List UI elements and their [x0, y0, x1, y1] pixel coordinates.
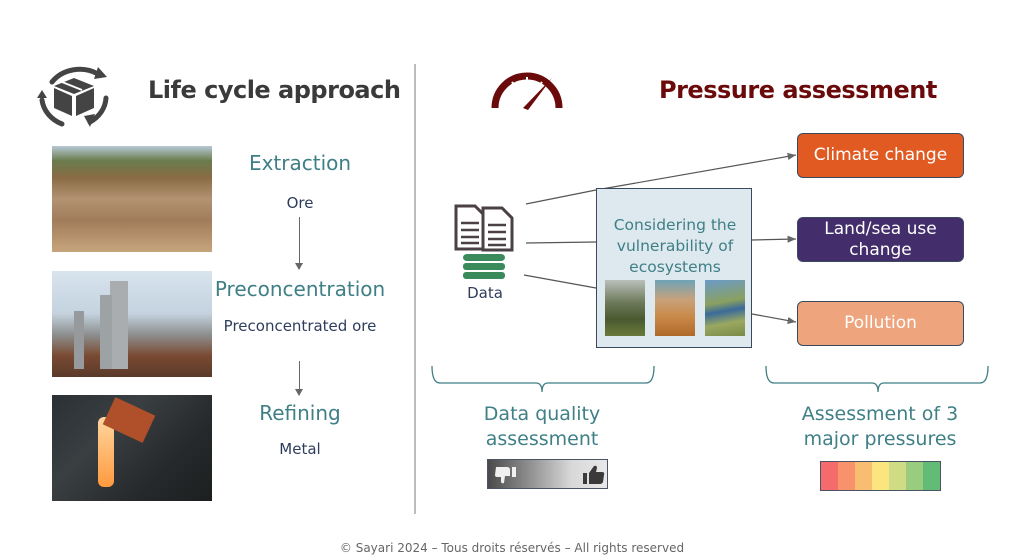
connector-line — [595, 152, 797, 191]
vulnerability-text: Considering the vulnerability of ecosyst… — [613, 216, 737, 276]
thumbs-down-icon — [495, 467, 516, 484]
documents-icon — [453, 203, 517, 253]
pressure-land-sea-use-change: Land/sea use change — [797, 217, 964, 262]
open-pit-mine-photo — [52, 146, 212, 252]
data-label: Data — [467, 284, 503, 302]
desert-photo — [655, 280, 695, 336]
scale-segment — [838, 462, 855, 490]
data-quality-scale — [487, 459, 608, 489]
scale-segment — [855, 462, 872, 490]
thumbs-up-icon — [583, 465, 605, 484]
pressures-assessment-label: Assessment of 3 major pressures — [801, 403, 959, 450]
recycle-box-icon — [32, 62, 116, 130]
bracket-pressures — [765, 365, 989, 393]
molten-metal-pouring-photo — [52, 395, 212, 501]
data-quality-label: Data quality assessment — [483, 403, 601, 450]
stage-refining: Refining — [259, 401, 341, 425]
scale-segment — [923, 462, 940, 490]
pressure-climate-change: Climate change — [797, 133, 964, 178]
pressure-color-scale — [820, 461, 941, 491]
scale-segment — [889, 462, 906, 490]
connector-line — [751, 235, 797, 243]
section-title-life-cycle: Life cycle approach — [148, 76, 401, 104]
section-divider — [414, 64, 416, 514]
bracket-data-quality — [431, 365, 655, 393]
product-preconcentrated-ore: Preconcentrated ore — [223, 317, 377, 335]
product-metal: Metal — [279, 440, 321, 458]
database-icon — [462, 252, 506, 280]
copyright-footer: © Sayari 2024 – Tous droits réservés – A… — [339, 541, 685, 555]
scale-segment — [906, 462, 923, 490]
forest-photo — [605, 280, 645, 336]
scale-segment — [821, 462, 838, 490]
scale-segment — [872, 462, 889, 490]
vulnerability-box: Considering the vulnerability of ecosyst… — [596, 188, 752, 348]
industrial-plant-photo — [52, 271, 212, 377]
flow-arrow — [295, 217, 303, 270]
flow-arrow — [295, 361, 303, 396]
connector-line — [751, 313, 797, 325]
connector-line — [525, 241, 597, 244]
stage-preconcentration: Preconcentration — [214, 277, 386, 301]
stage-extraction: Extraction — [248, 151, 352, 175]
speedometer-icon — [490, 68, 564, 110]
connector-line — [523, 274, 597, 289]
pressure-pollution: Pollution — [797, 301, 964, 346]
connector-line — [525, 189, 597, 205]
wetland-river-photo — [705, 280, 745, 336]
product-ore: Ore — [286, 194, 314, 212]
section-title-pressure: Pressure assessment — [659, 76, 937, 104]
